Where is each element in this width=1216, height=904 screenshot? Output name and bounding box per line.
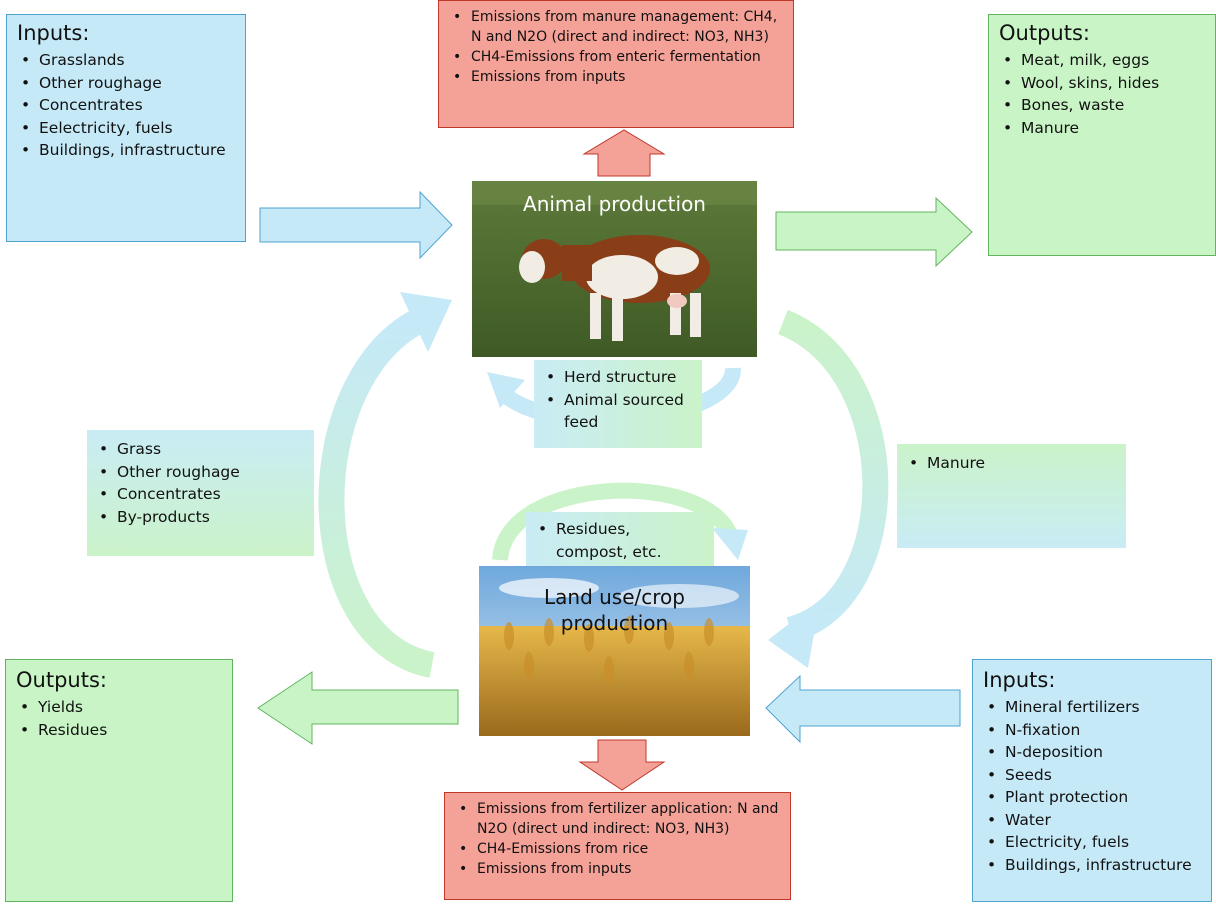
animal-production-image: Animal production [472,181,757,357]
outputs-animal-box: Outputs: Meat, milk, eggs Wool, skins, h… [988,14,1216,256]
list-item: By-products [95,506,306,529]
list-item: Buildings, infrastructure [17,139,235,162]
emissions-animal-box: Emissions from manure management: CH4, N… [438,0,794,128]
list-item: Other roughage [17,72,235,95]
list-item: N-deposition [983,741,1201,764]
list-item: Residues [16,719,222,742]
outputs-animal-title: Outputs: [999,21,1090,45]
inputs-crop-title: Inputs: [983,668,1056,692]
list-item: Buildings, infrastructure [983,854,1201,877]
crop-production-label: Land use/crop production [544,585,685,635]
list-item: Manure [999,117,1205,140]
list-item: Electricity, fuels [983,831,1201,854]
list-item: Concentrates [95,483,306,506]
list-item: CH4-Emissions from enteric fermentation [449,47,783,67]
list-item: Emissions from fertilizer application: N… [455,799,780,839]
list-item: CH4-Emissions from rice [455,839,780,859]
list-item: Other roughage [95,461,306,484]
feed-cycle-arrow [318,292,452,678]
cow-illustration [472,181,757,357]
outputs-crop-title: Outputs: [16,668,107,692]
list-item: Plant protection [983,786,1201,809]
inputs-animal-box: Inputs: Grasslands Other roughage Concen… [6,14,246,242]
list-item: Herd structure [542,366,694,389]
list-item: Animal sourced feed [542,389,694,434]
animal-production-label: Animal production [523,192,706,216]
residues-box: Residues, compost, etc. [526,512,714,570]
inputs-crop-box: Inputs: Mineral fertilizers N-fixation N… [972,659,1212,902]
list-item: Manure [905,452,1118,475]
manure-box: Manure [897,444,1126,548]
list-item: Bones, waste [999,94,1205,117]
list-item: N-fixation [983,719,1201,742]
list-item: Emissions from inputs [455,859,780,879]
feed-box: Grass Other roughage Concentrates By-pro… [87,430,314,556]
list-item: Water [983,809,1201,832]
list-item: Yields [16,696,222,719]
list-item: Grass [95,438,306,461]
crop-production-image: Land use/crop production [479,566,750,736]
list-item: Eelectricity, fuels [17,117,235,140]
list-item: Emissions from manure management: CH4, N… [449,7,783,47]
outputs-crop-box: Outputs: Yields Residues [5,659,233,902]
list-item: Concentrates [17,94,235,117]
emissions-crop-box: Emissions from fertilizer application: N… [444,792,791,900]
list-item: Grasslands [17,49,235,72]
list-item: Meat, milk, eggs [999,49,1205,72]
list-item: Mineral fertilizers [983,696,1201,719]
inputs-animal-title: Inputs: [17,21,90,45]
list-item: Emissions from inputs [449,67,783,87]
list-item: Residues, compost, etc. [534,518,706,563]
wheat-illustration [479,566,750,736]
herd-structure-box: Herd structure Animal sourced feed [534,360,702,448]
manure-cycle-arrow [768,309,889,668]
list-item: Wool, skins, hides [999,72,1205,95]
list-item: Seeds [983,764,1201,787]
